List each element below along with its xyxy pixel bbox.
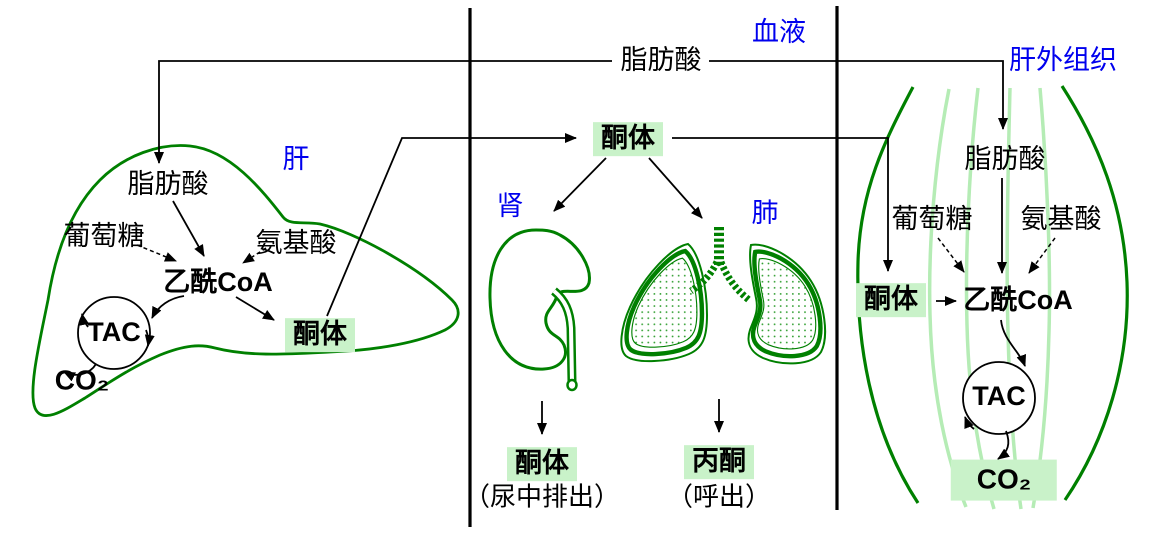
kidney-icon: [488, 228, 591, 392]
muscle-fiber-line: [964, 87, 996, 510]
liver-glucose-label: 葡萄糖: [63, 221, 145, 252]
exhale-note: （呼出）: [666, 481, 772, 512]
arrow-extrahepatic-tac-to-co2: [997, 430, 1010, 460]
arrow-extrahepatic-acetylcoa-to-tac: [1000, 319, 1026, 367]
arrow-ketone-to-kidney: [553, 157, 607, 212]
kidney-label: 肾: [496, 191, 524, 222]
tac-cycle-arrow-extrahepatic-up: [964, 416, 975, 430]
extrahepatic-ketone-box: 酮体: [856, 283, 926, 317]
kidney-outline: [488, 228, 591, 371]
liver-co2-label: CO₂: [54, 364, 110, 396]
arrow-blood-ketone-to-extrahepatic: [672, 137, 893, 272]
arrow-liver-fattyacid-to-acetylcoa: [172, 200, 205, 257]
arrow-fattyacid-blood-to-extrahepatic: [709, 60, 1008, 130]
arrow-liver-acetylcoa-to-ketone: [235, 296, 275, 321]
lung-right-band: [750, 249, 823, 359]
liver-tac-cycle-label: TAC: [87, 317, 141, 348]
arrow-liver-aminoacid-to-acetylcoa: [242, 247, 267, 264]
arrow-liver-tac-to-co2: [63, 363, 97, 382]
arrow-liver-acetylcoa-to-tac: [151, 295, 185, 319]
extrahepatic-glucose-label: 葡萄糖: [891, 204, 973, 235]
muscle-border-left: [856, 86, 920, 504]
arrow-liver-glucose-to-acetylcoa: [136, 244, 177, 262]
tac-cycle-circle-liver: [77, 296, 151, 370]
blood-region-label: 血液: [752, 17, 806, 48]
acetone-box: 丙酮: [684, 445, 754, 479]
arrow-extrahepatic-glucose-to-acetylcoa: [937, 237, 965, 273]
extrahepatic-amino-acid-label: 氨基酸: [1020, 204, 1102, 235]
muscle-border-right: [1060, 85, 1129, 501]
tac-cycle-arrow-liver-up: [79, 313, 90, 328]
arrow-fattyacid-blood-to-liver: [154, 60, 612, 164]
liver-fatty-acid-label: 脂肪酸: [127, 169, 209, 200]
kidney-ureter-end: [566, 378, 578, 392]
tac-cycle-arrow-liver-down: [144, 329, 155, 347]
section-dividers: [468, 6, 839, 527]
extrahepatic-tac-cycle-label: TAC: [972, 381, 1026, 412]
urine-ketone-box: 酮体: [507, 447, 577, 481]
bronchus-right: [717, 260, 752, 303]
arrow-ketone-to-lung: [648, 157, 703, 219]
lung-left-band: [624, 248, 705, 357]
extrahepatic-acetyl-coa-label: 乙酰CoA: [963, 285, 1073, 316]
blood-ketone-box: 酮体: [593, 122, 663, 156]
muscle-fiber-shape: [856, 85, 1129, 510]
muscle-fiber-line: [927, 88, 968, 508]
urine-note: （尿中排出）: [463, 481, 621, 512]
arrow-extrahepatic-aminoacid-to-acetylcoa: [1028, 237, 1056, 274]
tac-cycle-circle-extrahepatic: [962, 361, 1036, 435]
lungs-icon: [620, 227, 827, 365]
extrahepatic-fatty-acid-label: 脂肪酸: [964, 144, 1046, 175]
liver-acetyl-coa-label: 乙酰CoA: [163, 267, 273, 298]
kidney-ureter-inner: [552, 289, 574, 383]
liver-region-label: 肝: [282, 144, 310, 175]
arrow-liver-ketone-to-blood: [326, 133, 577, 317]
blood-fatty-acid-label: 脂肪酸: [620, 45, 702, 76]
bronchus-left: [689, 260, 721, 294]
lung-right-field: [756, 258, 817, 350]
liver-ketone-box: 酮体: [285, 318, 355, 352]
extrahepatic-region-label: 肝外组织: [1009, 45, 1117, 76]
flow-arrows: [63, 60, 1056, 460]
lung-label: 肺: [751, 198, 779, 229]
liver-amino-acid-label: 氨基酸: [255, 228, 337, 259]
extrahepatic-co2-box: CO₂: [950, 459, 1058, 501]
lung-left-field: [631, 257, 698, 348]
